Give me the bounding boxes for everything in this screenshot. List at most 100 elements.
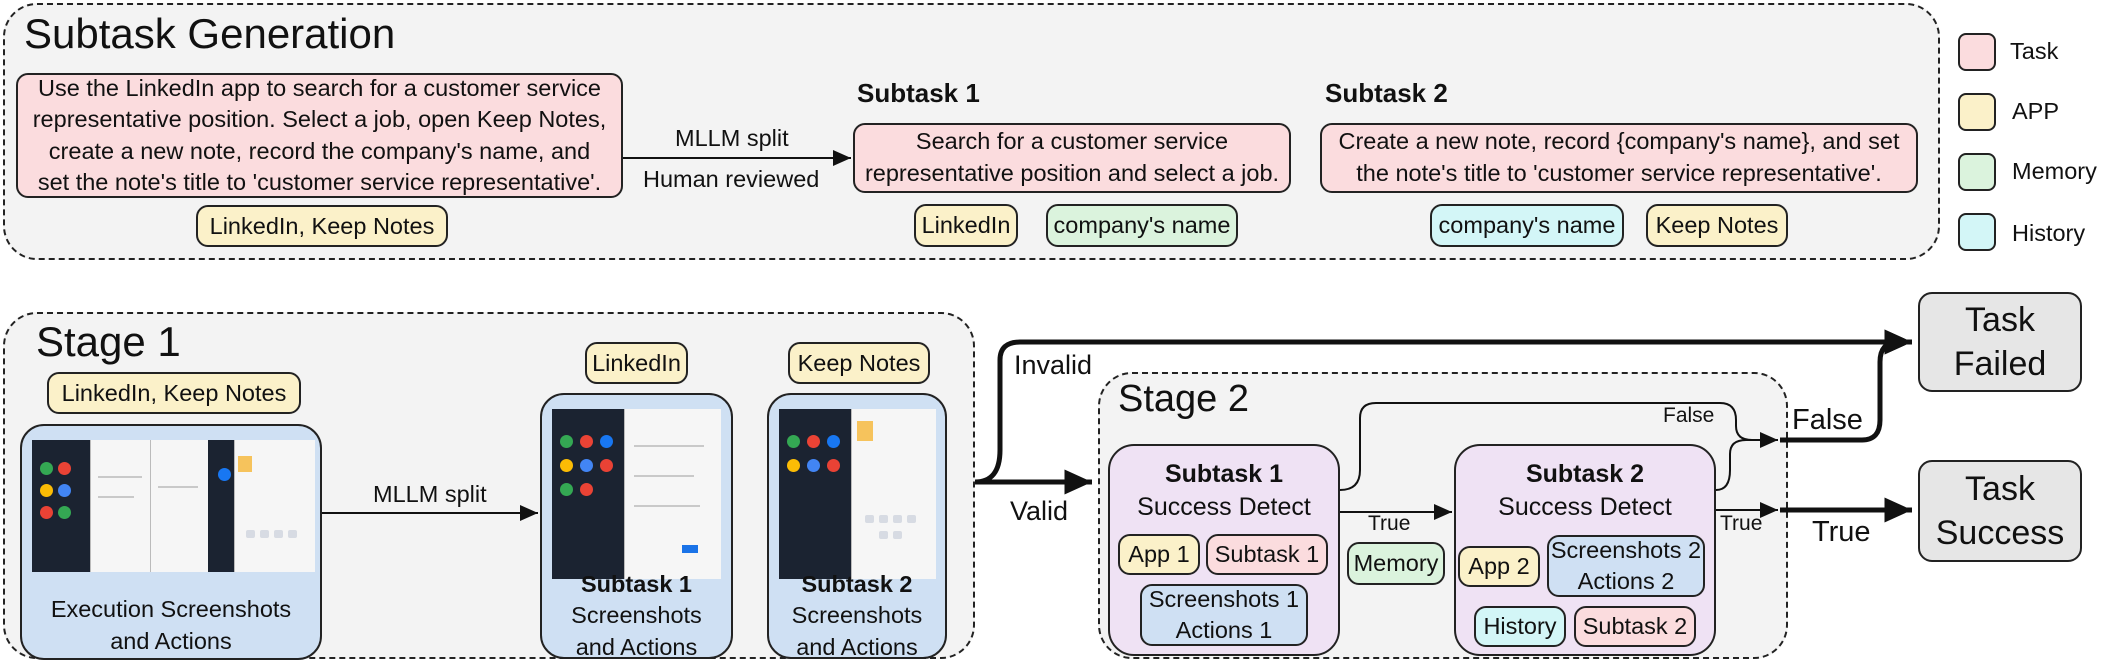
keyboard-key [246, 530, 255, 538]
detect1-false-line [1339, 402, 1753, 491]
subtask1-screenshots-card: Subtask 1 Screenshots and Actions [540, 393, 733, 659]
detect2-screenshots-tag: Screenshots 2 Actions 2 [1547, 535, 1705, 597]
task-failed-box: Task Failed [1918, 292, 2082, 392]
app-icon [827, 459, 840, 472]
detect2-app-tag: App 2 [1458, 546, 1540, 587]
app-icon [807, 459, 820, 472]
stage2-true-out-label: True [1720, 512, 1763, 535]
subtask1-memory-tag: company's name [1046, 204, 1238, 247]
app-icon [40, 484, 53, 497]
app-icon [58, 462, 71, 475]
task-success-line: Success [1935, 514, 2065, 552]
detect1-screens-line: Actions 1 [1175, 617, 1273, 643]
ui-line [634, 445, 704, 447]
task-apps-tag: LinkedIn, Keep Notes [196, 205, 448, 247]
outcome-true-label: True [1812, 516, 1871, 548]
stage1-sub2-app-tag: Keep Notes [788, 342, 930, 384]
review-label: Human reviewed [643, 166, 820, 192]
screenshot-thumb [150, 440, 209, 572]
detect2-title: Subtask 2 Success Detect [1456, 458, 1714, 523]
app-icon [58, 506, 71, 519]
legend-history-label: History [2012, 220, 2086, 246]
detect2-screens-line: Actions 2 [1577, 568, 1675, 594]
task-success-line: Task [1965, 469, 2035, 508]
detect2-history-tag: History [1474, 606, 1566, 647]
detect2-heading: Subtask 2 [1525, 460, 1645, 488]
subtask1-screens-line: and Actions [575, 633, 698, 659]
note-sticky [857, 421, 873, 441]
subtask2-history-tag: company's name [1430, 204, 1624, 247]
keyboard-key [879, 515, 888, 523]
task-success-box: Task Success [1918, 460, 2082, 562]
stage2-false-label: False [1663, 404, 1715, 427]
subtask2-screens-heading: Subtask 2 [801, 571, 913, 597]
detect1-subheading: Success Detect [1137, 492, 1311, 521]
keyboard-key [288, 530, 297, 538]
app-icon [560, 435, 573, 448]
ui-line [634, 475, 694, 477]
invalid-label: Invalid [1014, 350, 1093, 380]
subtask1-box: Search for a customer service representa… [853, 123, 1291, 193]
subtask2-heading: Subtask 2 [1325, 78, 1448, 108]
ui-line [634, 505, 700, 507]
detect1-subtask-tag: Subtask 1 [1206, 534, 1328, 575]
detect2-false-line [1715, 432, 1778, 491]
task-line: Use the LinkedIn app to search for a cus… [38, 75, 601, 101]
app-icon [40, 462, 53, 475]
task-line: representative position. Select a job, o… [32, 106, 607, 133]
task-failed-line: Task [1965, 300, 2035, 339]
execution-line: Execution Screenshots [50, 596, 292, 622]
note-sticky [238, 456, 252, 472]
detect2-screens-line: Screenshots 2 [1550, 537, 1702, 564]
ui-line [98, 476, 142, 478]
app-icon [827, 435, 840, 448]
subtask2-screenshots-card: Subtask 2 Screenshots and Actions [767, 393, 947, 659]
ui-line [98, 496, 134, 498]
keyboard-key [893, 515, 902, 523]
stage2-memory-tag: Memory [1347, 542, 1445, 585]
subtask2-app-tag: Keep Notes [1646, 204, 1788, 247]
screenshot-thumb [208, 440, 234, 572]
app-icon [600, 459, 613, 472]
legend-task-label: Task [2010, 38, 2059, 64]
legend-memory-swatch [1958, 153, 1996, 191]
keyboard-key [907, 515, 916, 523]
app-icon [58, 484, 71, 497]
detect1-app-tag: App 1 [1118, 534, 1200, 575]
app-icon [40, 506, 53, 519]
outcome-false-label: False [1792, 404, 1863, 436]
keyboard-key [260, 530, 269, 538]
screenshot-thumb [624, 409, 721, 579]
app-icon [580, 483, 593, 496]
subtask1-app-tag: LinkedIn [914, 204, 1018, 247]
original-task-box: Use the LinkedIn app to search for a cus… [16, 73, 623, 198]
app-icon [560, 483, 573, 496]
app-icon [787, 459, 800, 472]
subtask1-line: representative position and select a job… [864, 160, 1280, 186]
keyboard-key [274, 530, 283, 538]
keyboard-key [893, 531, 902, 539]
subtask2-box: Create a new note, record {company's nam… [1320, 123, 1918, 193]
app-icon [580, 459, 593, 472]
keyboard-key [879, 531, 888, 539]
subtask1-screens-label: Subtask 1 Screenshots and Actions [542, 569, 731, 659]
stage1-sub1-app-tag: LinkedIn [585, 342, 688, 384]
legend-task-swatch [1958, 33, 1996, 71]
legend-app-label: APP [2012, 98, 2060, 124]
app-icon [580, 435, 593, 448]
execution-line: and Actions [110, 627, 232, 654]
ui-line [158, 486, 198, 488]
detect1-title: Subtask 1 Success Detect [1110, 458, 1338, 523]
execution-label: Execution Screenshots and Actions [22, 594, 320, 657]
subtask-generation-title: Subtask Generation [24, 10, 396, 57]
subtask1-screens-heading: Subtask 1 [580, 571, 693, 597]
keyboard-key [865, 515, 874, 523]
invalid-arrow [974, 329, 1912, 485]
detect1-screens-line: Screenshots 1 [1148, 586, 1300, 613]
stage2-true-label: True [1368, 512, 1411, 535]
subtask2-screens-line: Screenshots [791, 602, 923, 629]
stage1-apps-tag: LinkedIn, Keep Notes [47, 372, 301, 414]
legend-app-swatch [1958, 93, 1996, 131]
stage1-split-label: MLLM split [373, 481, 487, 507]
app-icon [218, 468, 231, 481]
